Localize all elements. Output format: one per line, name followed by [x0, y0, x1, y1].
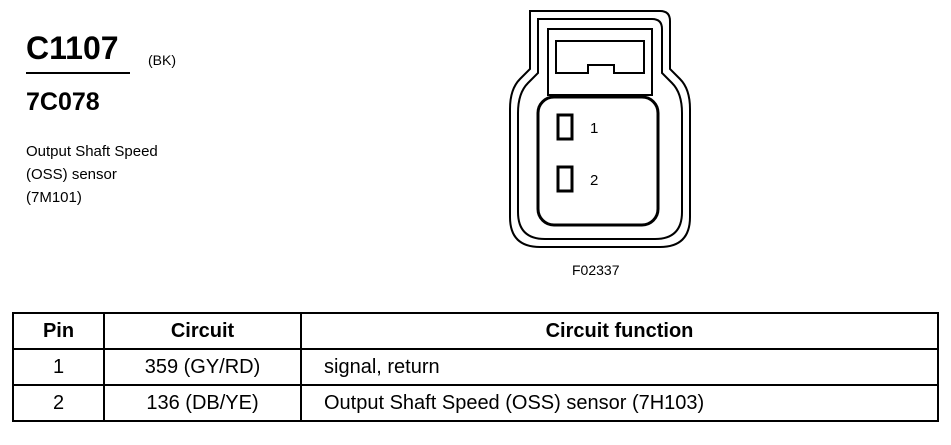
function-cell: signal, return — [300, 348, 939, 386]
header-circuit-function: Circuit function — [300, 312, 939, 350]
pin-1-terminal — [556, 113, 574, 141]
terminal-cavity-block — [536, 95, 660, 227]
table-row: 2 136 (DB/YE) Output Shaft Speed (OSS) s… — [12, 384, 939, 422]
description-line: Output Shaft Speed — [26, 143, 158, 160]
circuit-cell: 136 (DB/YE) — [103, 384, 302, 422]
connector-face-diagram: 1 2 — [509, 10, 691, 248]
connector-description: Output Shaft Speed (OSS) sensor (7M101) — [26, 140, 158, 209]
table-row: 1 359 (GY/RD) signal, return — [12, 348, 939, 386]
description-line: (OSS) sensor — [26, 166, 117, 183]
connector-color-code: (BK) — [148, 52, 176, 68]
table-header-row: Pin Circuit Circuit function — [12, 312, 939, 350]
pin-2-label: 2 — [590, 172, 598, 189]
header-pin: Pin — [12, 312, 105, 350]
locking-latch — [547, 28, 653, 96]
pinout-table: Pin Circuit Circuit function 1 359 (GY/R… — [12, 312, 939, 422]
pin-cell: 2 — [12, 384, 105, 422]
connector-housing-inner — [517, 18, 683, 240]
figure-code: F02337 — [572, 262, 620, 278]
latch-tab — [555, 40, 645, 74]
pin-1-label: 1 — [590, 120, 598, 137]
pin-2-terminal — [556, 165, 574, 193]
part-number: 7C078 — [26, 88, 100, 116]
description-line: (7M101) — [26, 189, 82, 206]
connector-id: C1107 — [26, 30, 119, 66]
function-cell: Output Shaft Speed (OSS) sensor (7H103) — [300, 384, 939, 422]
pin-cell: 1 — [12, 348, 105, 386]
connector-id-underline — [26, 72, 130, 74]
header-circuit: Circuit — [103, 312, 302, 350]
connector-housing-outer — [509, 10, 691, 248]
circuit-cell: 359 (GY/RD) — [103, 348, 302, 386]
